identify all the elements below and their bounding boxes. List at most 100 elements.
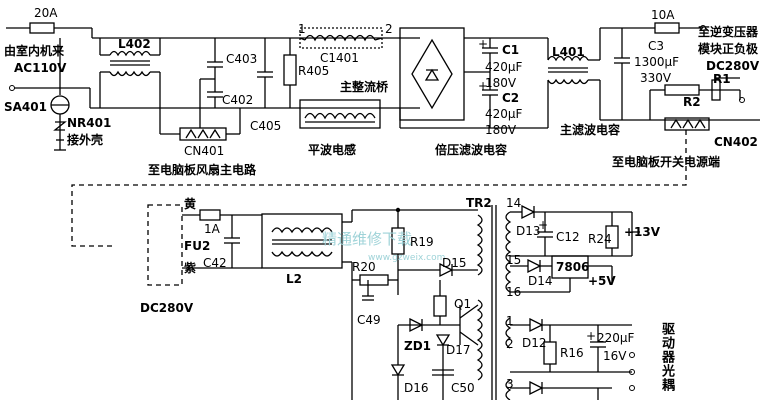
resistor-symbol: [664, 84, 700, 96]
choke-l402-label: L402: [118, 37, 151, 51]
smoothing-inductor-box: [299, 99, 381, 129]
resistor-symbol: [283, 54, 297, 86]
cn402-destination: 至电脑板开关电源端: [612, 155, 721, 169]
wire: [374, 37, 383, 41]
watermark-cn: 精通维修下载: [322, 230, 413, 248]
cap-c405-label: C405: [250, 119, 282, 133]
doubler-label: 倍压滤波电容: [435, 143, 508, 157]
c-220-plus: +: [586, 329, 597, 343]
board-connector-box: [147, 204, 183, 286]
junction: [395, 207, 401, 213]
diode-d12-label: D12: [522, 336, 547, 350]
diode-d17-label: D17: [446, 343, 471, 357]
transistor-emitter: [459, 331, 479, 346]
connector-pins: [185, 128, 221, 139]
terminal: [629, 352, 635, 358]
inductor-coil: [304, 112, 376, 120]
transformer-primary: [476, 299, 483, 381]
pin-3: 3: [506, 377, 514, 391]
connector-pins: [670, 118, 706, 129]
destination-line1: 至逆变压器: [698, 25, 759, 39]
resistor-r1-label: R1: [713, 72, 731, 86]
board-fuse-label: FU2: [184, 239, 211, 253]
diode-symbol: [527, 258, 542, 274]
fuse-symbol: [654, 22, 680, 34]
cap-c49-label: C49: [357, 313, 381, 327]
connector-body: [664, 117, 710, 131]
pin-1: 1: [506, 314, 514, 328]
connector-cn402-label: CN402: [714, 135, 758, 149]
resistor-symbol: [711, 79, 721, 101]
wire-yellow: 黄: [184, 197, 197, 211]
terminal: [700, 25, 706, 31]
choke-coil: [271, 227, 333, 234]
ntc-symbol: [53, 121, 67, 131]
choke-l2-label: L2: [286, 272, 302, 286]
terminal: [629, 369, 635, 375]
wire-purple: 紫: [184, 261, 197, 275]
c12-plus: +: [538, 218, 549, 232]
cap-c1-label: C1: [502, 43, 520, 57]
diode-symbol: [529, 380, 544, 396]
choke-coil: [109, 70, 151, 77]
terminal: [9, 85, 15, 91]
diode-symbol: [390, 364, 406, 377]
cap-c2-voltage: 180V: [485, 123, 517, 137]
choke-coil: [271, 250, 333, 257]
smoothing-inductor-label: 平波电感: [308, 143, 357, 157]
resistor-symbol: [359, 274, 389, 286]
cap-c2-value: 420μF: [485, 107, 523, 121]
diode-d14-label: D14: [528, 274, 553, 288]
main-fuse-rating: 20A: [34, 6, 58, 20]
input-voltage: AC110V: [14, 61, 67, 75]
ntc-label: NR401: [67, 116, 112, 130]
pin-16: 16: [506, 285, 522, 299]
terminal: [629, 385, 635, 391]
choke-l401-label: L401: [552, 45, 585, 59]
regulator-7806: 7806: [556, 260, 590, 274]
zener-zd1-label: ZD1: [404, 339, 432, 353]
transformer-secondary: [505, 211, 512, 293]
pin-14: 14: [506, 196, 522, 210]
diode-symbol: [424, 68, 440, 81]
cap-c50-label: C50: [451, 381, 475, 395]
fuse-symbol: [199, 209, 221, 221]
diode-d15-label: D15: [442, 256, 467, 270]
smps-input-voltage: DC280V: [140, 301, 194, 315]
inductor-coil: [304, 34, 376, 42]
cap-220-voltage: 16V: [603, 349, 627, 363]
transistor-collector: [459, 304, 479, 319]
input-source-label: 由室内机来: [4, 44, 65, 58]
pin-2: 2: [506, 337, 514, 351]
cap-c42-label: C42: [203, 256, 227, 270]
cap-c403-label: C403: [226, 52, 258, 66]
pin-15: 15: [506, 253, 522, 267]
rail-5v: +5V: [588, 274, 616, 288]
inductor-pin1: 1: [298, 22, 306, 36]
ground-label: 接外壳: [67, 133, 104, 147]
destination-voltage: DC280V: [706, 59, 760, 73]
resistor-r2-label: R2: [683, 95, 701, 109]
out-fuse-rating: 10A: [651, 8, 675, 22]
rail-13v: +13V: [624, 225, 661, 239]
destination-line2: 模块正负极: [698, 42, 759, 56]
resistor-r405-label: R405: [298, 64, 330, 78]
cap-c3-value: 1300μF: [634, 55, 680, 69]
resistor-r19-label: R19: [410, 235, 434, 249]
choke-box: [261, 213, 343, 269]
choke-coil: [547, 55, 589, 62]
cap-c1-value: 420μF: [485, 60, 523, 74]
transistor-q1-label: Q1: [454, 297, 472, 311]
inductor-pin2: 2: [385, 22, 393, 36]
diode-symbol: [529, 317, 544, 333]
cap-c12-label: C12: [556, 230, 580, 244]
diode-d16-label: D16: [404, 381, 429, 395]
bridge-box: [399, 27, 465, 121]
zener-symbol: [409, 317, 424, 333]
wire: [299, 37, 306, 41]
resistor-r24-label: R24: [588, 232, 612, 246]
diode-symbol: [521, 204, 536, 220]
cn401-destination: 至电脑板风扇主电路: [148, 163, 257, 177]
transformer-primary: [476, 214, 483, 276]
